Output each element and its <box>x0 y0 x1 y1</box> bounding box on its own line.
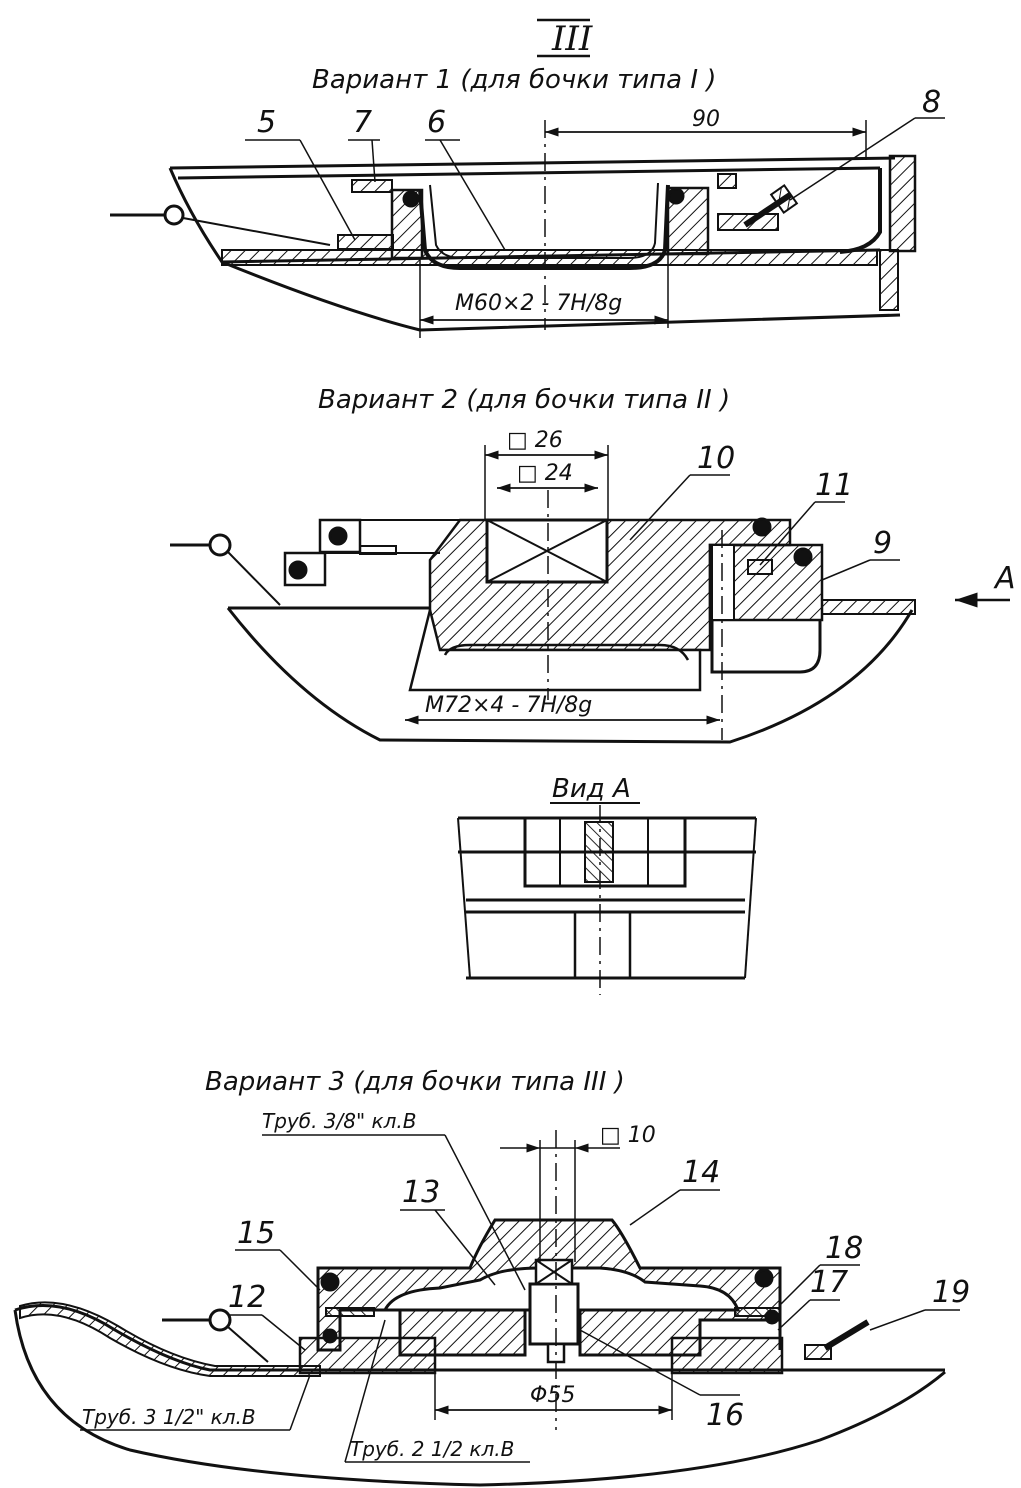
variant3-label-12: 12 <box>228 1280 266 1315</box>
variant2-thread: M72×4 - 7H/8g <box>425 693 592 718</box>
section-mark-text: III <box>551 19 593 59</box>
view-a-drawing: Вид A <box>457 774 757 995</box>
view-a-title: Вид A <box>552 774 631 804</box>
variant3-label-16: 16 <box>706 1398 744 1433</box>
variant3-drawing: Вариант 3 (для бочки типа III ) <box>13 1067 960 1487</box>
variant2-arrow-label: A <box>993 561 1016 596</box>
variant1-label-5: 5 <box>257 105 276 140</box>
variant2-dim-26: □ 26 <box>507 428 563 453</box>
variant3-pipe-top: Труб. 3/8" кл.B <box>262 1109 416 1133</box>
variant2-label-9: 9 <box>873 526 892 561</box>
variant2-title: Вариант 2 (для бочки типа II ) <box>318 385 730 415</box>
variant3-labels: Труб. 3/8" кл.B □ 10 14 13 15 18 12 17 1… <box>82 1109 970 1461</box>
variant3-pipe-bottom: Труб. 2 1/2 кл.B <box>350 1437 514 1461</box>
variant3-label-17: 17 <box>810 1265 848 1300</box>
section-mark: III <box>537 18 593 59</box>
variant1-label-6: 6 <box>427 105 446 140</box>
variant3-title: Вариант 3 (для бочки типа III ) <box>205 1067 625 1097</box>
variant1-labels: 5 7 6 90 8 M60×2 - 7H/8g <box>257 85 941 316</box>
variant2-dim-24: □ 24 <box>517 461 573 486</box>
variant3-label-14: 14 <box>682 1155 720 1190</box>
variant2-drawing: Вариант 2 (для бочки типа II ) <box>170 385 1010 744</box>
variant1-thread: M60×2 - 7H/8g <box>455 291 622 316</box>
variant3-label-19: 19 <box>932 1275 970 1310</box>
variant2-label-11: 11 <box>815 468 853 503</box>
variant3-pipe-left: Труб. 3 1/2" кл.B <box>82 1405 256 1429</box>
variant1-title: Вариант 1 (для бочки типа I ) <box>312 65 716 95</box>
variant1-dim-90: 90 <box>692 107 720 132</box>
variant1-drawing: Вариант 1 (для бочки типа I ) <box>110 65 945 338</box>
variant2-label-10: 10 <box>697 441 735 476</box>
variant3-label-13: 13 <box>402 1175 440 1210</box>
variant2-labels: □ 26 □ 24 10 11 9 A M72×4 - 7H/8g <box>425 428 1016 718</box>
variant1-label-8: 8 <box>922 85 941 120</box>
variant3-label-15: 15 <box>237 1216 275 1251</box>
variant3-label-18: 18 <box>825 1231 863 1266</box>
variant3-diameter: Φ55 <box>530 1383 575 1408</box>
variant3-dim-square: □ 10 <box>600 1123 656 1148</box>
variant1-label-7: 7 <box>353 105 372 140</box>
